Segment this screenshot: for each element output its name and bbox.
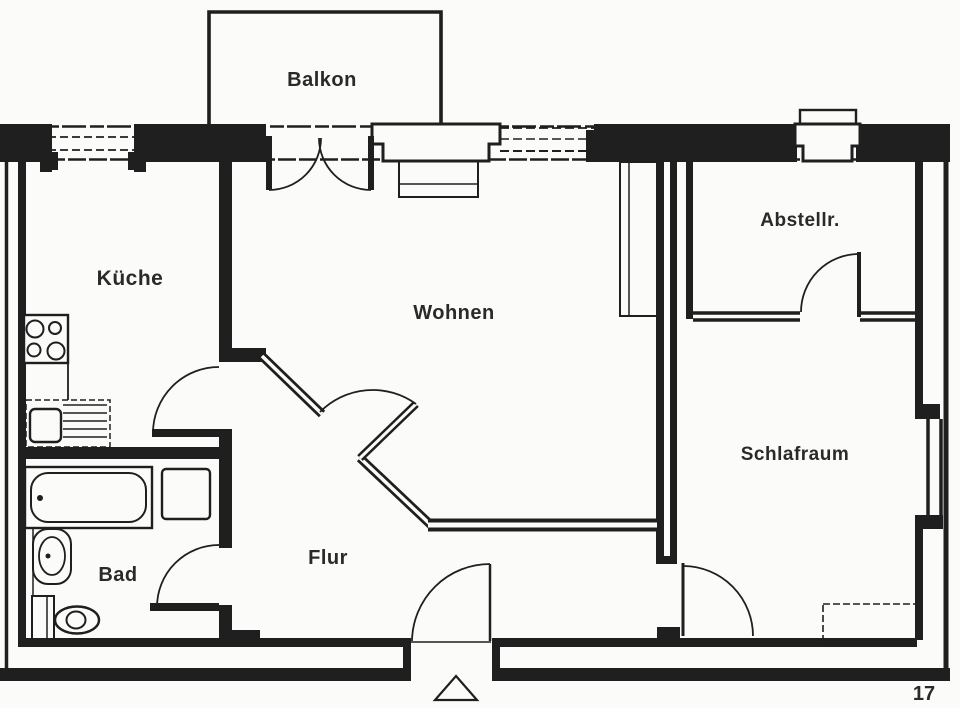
storage-room-door <box>800 252 861 317</box>
kitchen-door <box>152 366 220 437</box>
toilet-icon <box>53 605 101 635</box>
room-label-abstellraum: Abstellr. <box>760 210 839 231</box>
bedroom-door <box>657 563 754 638</box>
bedroom-window <box>915 404 943 529</box>
balcony-french-door <box>266 136 374 191</box>
storage-room-window <box>793 108 862 163</box>
room-label-balkon: Balkon <box>287 69 357 91</box>
stove-icon <box>22 313 70 400</box>
room-label-schlafraum: Schlafraum <box>741 444 849 465</box>
bathroom-door <box>150 544 220 611</box>
kitchen-window-jambs <box>40 124 596 172</box>
entrance-triangle-icon <box>432 674 480 702</box>
living-room-window-right <box>500 127 594 152</box>
washbasin-icon <box>32 528 72 596</box>
drainer-icon <box>63 404 107 438</box>
exterior-walls <box>0 124 950 681</box>
room-label-kueche: Küche <box>97 267 164 290</box>
room-labels: Balkon Küche Wohnen Abstellr. Schlafraum… <box>97 69 849 586</box>
window-bench-icon <box>398 160 479 198</box>
living-room-window-left <box>370 122 502 163</box>
living-room-door <box>319 389 419 461</box>
radiator-icon <box>822 603 917 641</box>
balcony-outline <box>207 10 443 125</box>
kitchen-window <box>48 136 145 151</box>
page-number: 17 <box>913 683 935 705</box>
kitchen-sink-icon <box>25 399 111 448</box>
entrance-door <box>411 563 492 642</box>
room-label-flur: Flur <box>308 547 348 569</box>
bathtub-icon <box>23 465 154 530</box>
room-label-wohnen: Wohnen <box>413 302 495 324</box>
wardrobe-icon <box>619 161 661 317</box>
interior-walls <box>18 159 915 641</box>
washing-machine-icon <box>160 467 212 521</box>
room-label-bad: Bad <box>98 564 137 586</box>
